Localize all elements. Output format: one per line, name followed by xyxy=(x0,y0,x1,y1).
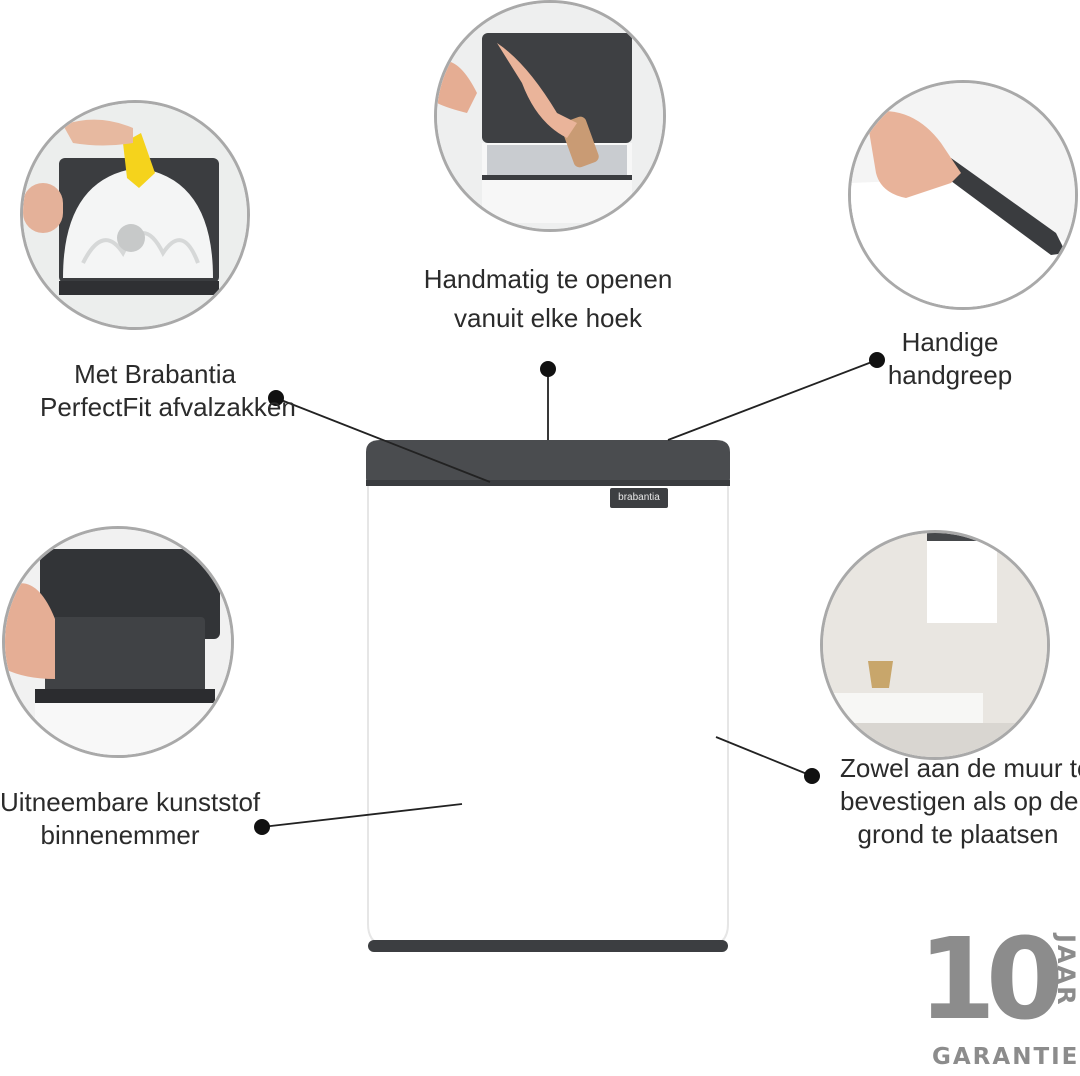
caption-bags-line1: Met Brabantia xyxy=(74,359,236,389)
caption-open-line1: Handmatig te openen xyxy=(423,264,673,294)
detail-photo-handle xyxy=(848,80,1078,310)
caption-handle-line2: handgreep xyxy=(887,360,1013,390)
guarantee-label: GARANTIE xyxy=(932,1044,1080,1070)
leader-dot-handle xyxy=(869,352,885,368)
caption-handle-line1: Handige xyxy=(901,327,999,357)
caption-inner-line2: binnenemmer xyxy=(40,820,200,850)
caption-handle: Handige handgreep xyxy=(880,326,1020,392)
leader-line-inner xyxy=(261,803,463,828)
caption-open: Handmatig te openen vanuit elke hoek xyxy=(418,263,678,335)
caption-bags-line2: PerfectFit afvalzakken xyxy=(40,392,296,422)
leader-dot-open xyxy=(540,361,556,377)
guarantee-number: 10 xyxy=(918,915,1064,1045)
caption-bags: Met Brabantia PerfectFit afvalzakken xyxy=(40,358,296,424)
caption-wall: Zowel aan de muur te bevestigen als op d… xyxy=(840,752,1080,851)
caption-inner-line1: Uitneembare kunststof xyxy=(0,787,261,817)
leader-line-wall xyxy=(715,736,813,777)
detail-photo-inner xyxy=(2,526,234,758)
caption-inner: Uitneembare kunststof binnenemmer xyxy=(0,786,261,852)
brand-plate xyxy=(610,488,668,508)
guarantee-badge: 10 JAAR GARANTIE xyxy=(918,924,1080,1070)
detail-photo-wall xyxy=(820,530,1050,760)
leader-line-handle xyxy=(667,359,878,441)
guarantee-unit: JAAR xyxy=(1052,934,1080,1007)
leader-dot-bags xyxy=(268,390,284,406)
caption-open-line2: vanuit elke hoek xyxy=(454,303,642,333)
leader-dot-wall xyxy=(804,768,820,784)
caption-wall-line1: Zowel aan de muur te xyxy=(840,753,1080,783)
bin-lid xyxy=(366,440,730,486)
leader-dot-inner xyxy=(254,819,270,835)
brand-label: brabantia xyxy=(618,492,660,503)
detail-photo-bags xyxy=(20,100,250,330)
leader-line-bags xyxy=(275,397,491,483)
bin-base xyxy=(368,940,728,952)
detail-photo-open xyxy=(434,0,666,232)
caption-wall-line2: bevestigen als op de xyxy=(840,786,1079,816)
caption-wall-line3: grond te plaatsen xyxy=(857,819,1059,849)
